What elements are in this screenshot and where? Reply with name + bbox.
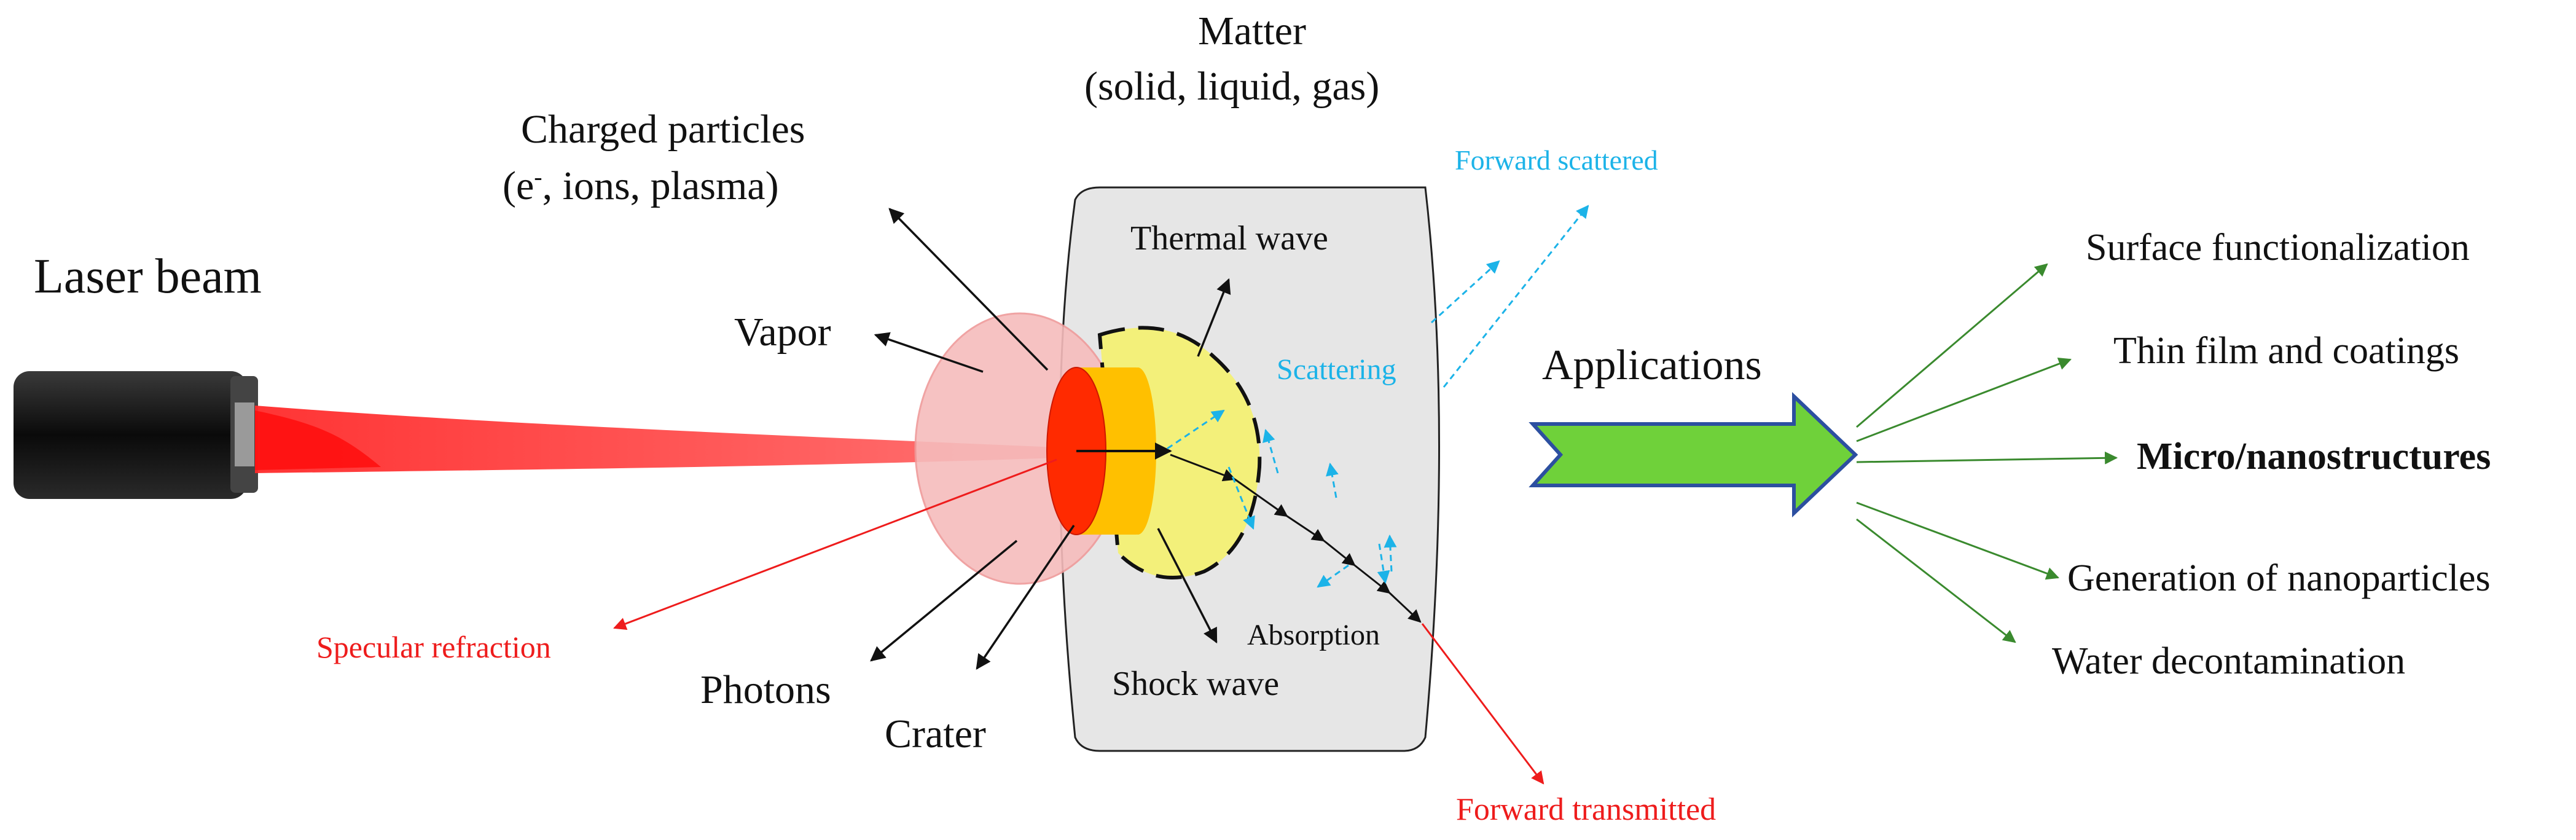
application-item: Water decontamination <box>2052 640 2406 682</box>
matter-subtitle: (solid, liquid, gas) <box>1084 64 1380 109</box>
block-arrow-right-icon <box>1529 392 1858 517</box>
forward-scattered-label: Forward scattered <box>1455 144 1658 176</box>
application-item: Thin film and coatings <box>2113 330 2460 372</box>
vapor-label: Vapor <box>734 310 831 355</box>
laser-source-icon <box>14 371 258 499</box>
red-arrows <box>613 458 1544 785</box>
laser-beam-label: Laser beam <box>34 249 262 304</box>
shock-wave-label: Shock wave <box>1112 665 1280 703</box>
laser-beam <box>255 406 1057 473</box>
specular-refraction-label: Specular refraction <box>316 630 551 664</box>
scattering-label: Scattering <box>1277 353 1396 386</box>
application-item: Micro/nanostructures <box>2137 436 2491 477</box>
black-arrows <box>870 208 1231 670</box>
matter-title: Matter <box>1198 9 1306 53</box>
forward-transmitted-label: Forward transmitted <box>1456 792 1717 827</box>
charged-particles-sublabel: (e-, ions, plasma) <box>503 163 779 208</box>
charged-particles-label: Charged particles <box>521 107 805 152</box>
application-item: Surface functionalization <box>2086 227 2470 269</box>
application-item: Generation of nanoparticles <box>2067 557 2491 599</box>
scattering-arrows <box>1167 205 1589 588</box>
thermal-wave-label: Thermal wave <box>1130 219 1328 257</box>
absorption-label: Absorption <box>1247 619 1380 651</box>
application-arrows <box>1856 263 2118 643</box>
absorption-path <box>1170 453 1422 623</box>
photons-label: Photons <box>700 667 831 712</box>
applications-label: Applications <box>1542 342 1762 389</box>
crater-label: Crater <box>885 712 986 756</box>
